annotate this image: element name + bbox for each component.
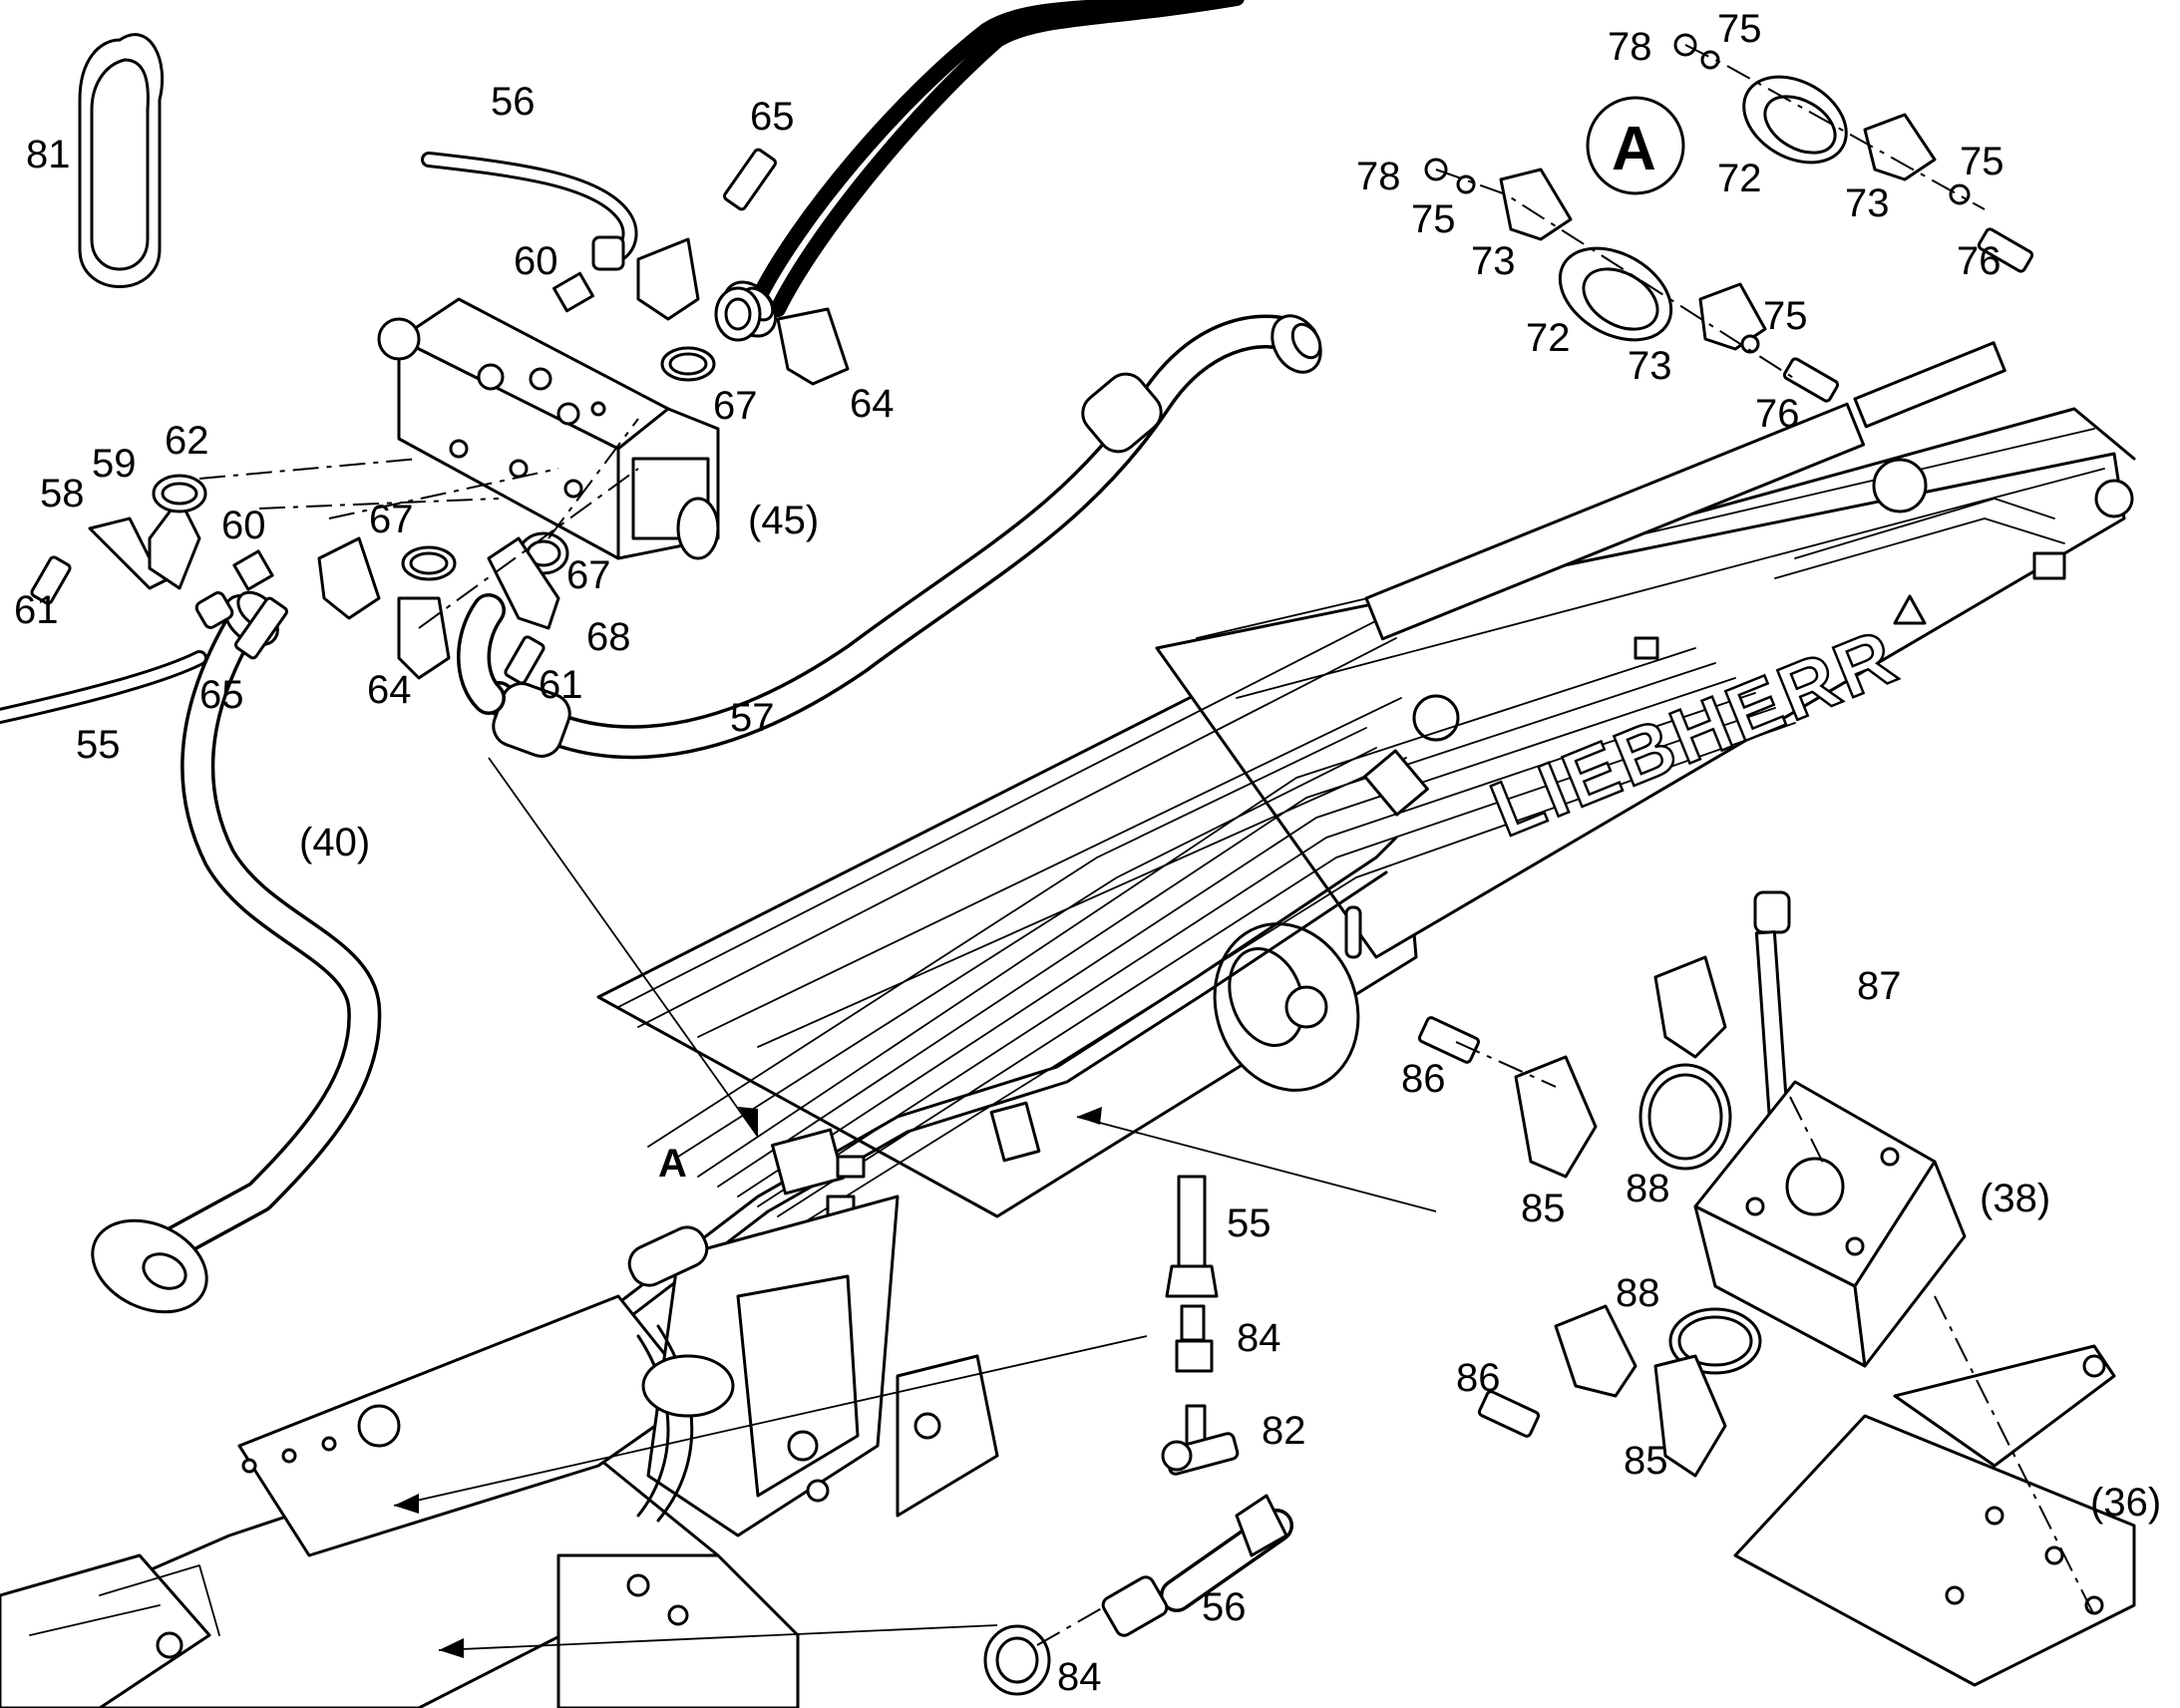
detail-a-parts — [1424, 33, 2034, 403]
label-75-d: 75 — [1763, 294, 1808, 338]
label-40: (40) — [299, 821, 370, 864]
label-67-mid: 67 — [369, 498, 414, 541]
label-86-a: 86 — [1401, 1057, 1446, 1101]
label-72-b: 72 — [1526, 316, 1571, 360]
label-85-b: 85 — [1624, 1439, 1668, 1483]
label-84-b: 84 — [1057, 1655, 1102, 1699]
part-labels: 81 56 65 60 67 64 62 59 58 60 67 (45) 67… — [14, 7, 2161, 1699]
label-56-bottom: 56 — [1202, 1585, 1247, 1629]
label-56-top: 56 — [491, 80, 536, 124]
label-67-top: 67 — [713, 384, 758, 428]
label-76-b: 76 — [1755, 392, 1800, 436]
label-65-mid: 65 — [199, 673, 244, 717]
label-64-top: 64 — [850, 382, 895, 426]
label-81: 81 — [26, 133, 71, 176]
label-45: (45) — [748, 499, 819, 542]
label-60-mid: 60 — [221, 504, 266, 547]
label-60-top: 60 — [514, 239, 558, 283]
label-36: (36) — [2090, 1481, 2161, 1525]
label-78-b: 78 — [1356, 155, 1401, 198]
label-73-c: 73 — [1628, 344, 1672, 388]
label-55-right: 55 — [1227, 1201, 1272, 1245]
label-64-mid: 64 — [367, 668, 412, 712]
label-58: 58 — [40, 472, 85, 515]
hose-57 — [457, 314, 1322, 760]
block-38-assembly — [1417, 890, 2136, 1687]
label-75-a: 75 — [1717, 7, 1762, 51]
label-67-right: 67 — [566, 553, 611, 597]
parts-cluster-left — [30, 474, 569, 685]
label-75-b: 75 — [1960, 140, 2004, 183]
label-61-mid: 61 — [539, 663, 583, 707]
label-55-left: 55 — [76, 723, 121, 767]
label-73-a: 73 — [1845, 181, 1890, 225]
label-87: 87 — [1857, 964, 1902, 1008]
label-65-top: 65 — [750, 95, 795, 139]
label-73-b: 73 — [1471, 239, 1516, 283]
label-88-b: 88 — [1616, 1271, 1660, 1315]
label-38: (38) — [1980, 1177, 2050, 1220]
part-81-band — [78, 33, 165, 288]
label-68: 68 — [586, 615, 631, 659]
label-61-left: 61 — [14, 588, 59, 632]
label-75-c: 75 — [1411, 197, 1456, 241]
fittings-lower — [983, 1175, 1293, 1696]
hose-56-top — [421, 0, 1245, 338]
label-82: 82 — [1262, 1409, 1306, 1453]
excavator-boom — [586, 341, 2136, 1343]
label-62: 62 — [165, 419, 209, 463]
leader-lines — [198, 418, 1437, 1658]
label-57: 57 — [730, 696, 775, 740]
label-84-a: 84 — [1237, 1316, 1281, 1360]
detail-a-callout: A — [1612, 115, 1656, 183]
label-85-a: 85 — [1521, 1187, 1566, 1230]
valve-block-45 — [377, 297, 720, 560]
detail-a-marker: A — [658, 1142, 687, 1186]
hose-55-left — [0, 591, 234, 724]
excavator-frame — [0, 1195, 999, 1708]
detail-a-circle — [1586, 96, 1685, 195]
label-88-a: 88 — [1626, 1167, 1670, 1210]
label-76-a: 76 — [1957, 239, 2001, 283]
label-78-a: 78 — [1608, 25, 1652, 69]
label-59: 59 — [92, 442, 137, 486]
label-86-b: 86 — [1456, 1356, 1501, 1400]
label-72-a: 72 — [1717, 157, 1762, 200]
parts-cluster-top — [552, 148, 850, 386]
